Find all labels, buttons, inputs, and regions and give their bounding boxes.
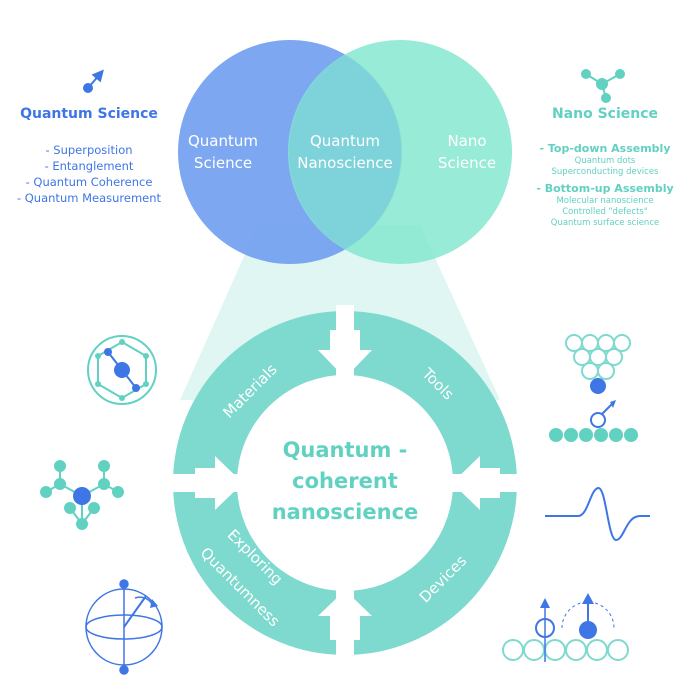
list-item: - Superposition [45, 143, 133, 157]
venn-left-line2: Science [193, 154, 253, 172]
center-line1: Quantum - [282, 438, 408, 462]
waveform-icon [545, 486, 650, 542]
venn-center-line2: Nanoscience [297, 154, 393, 172]
nano-science-list: - Top-down Assembly Quantum dots Superco… [522, 142, 688, 229]
arrow-top [318, 330, 372, 378]
arrow-left [195, 456, 243, 510]
list-item: Controlled "defects" [562, 207, 648, 217]
venn-center-line1: Quantum [309, 132, 380, 150]
venn-center-label: Quantum Nanoscience [285, 130, 405, 174]
list-item: - Quantum Measurement [16, 191, 162, 205]
atom-spin-icon [83, 69, 104, 93]
group2-title: - Bottom-up Assembly [536, 182, 674, 195]
center-line2: coherent [292, 469, 398, 493]
center-line3: nanoscience [271, 500, 419, 524]
venn-right-line1: Nano [447, 132, 487, 150]
venn-right-label: Nano Science [422, 130, 512, 174]
list-item: - Entanglement [44, 159, 134, 173]
nano-science-title: Nano Science [551, 106, 659, 122]
surface-spin-icon [549, 400, 638, 442]
arrow-right [452, 456, 500, 510]
venn-right-line2: Science [437, 154, 497, 172]
fullerene-icon [87, 335, 157, 405]
list-item: Superconducting devices [551, 167, 659, 177]
network-icon [581, 69, 625, 103]
list-item: Quantum surface science [550, 218, 660, 228]
quantum-science-title: Quantum Science [20, 106, 158, 122]
ring-arrows [195, 330, 500, 640]
venn-intersection [288, 55, 402, 249]
bloch-sphere-icon [85, 579, 163, 675]
quantum-science-list: - Superposition - Entanglement - Quantum… [0, 142, 178, 206]
list-item: - Quantum Coherence [25, 175, 153, 189]
spin-lattice-icon [502, 593, 629, 662]
molecule-icon [40, 460, 124, 530]
venn-left-label: Quantum Science [168, 130, 278, 174]
ring-center-label: Quantum - coherent nanoscience [250, 435, 440, 528]
list-item: Molecular nanoscience [556, 196, 654, 206]
stm-tip-icon [565, 334, 631, 394]
list-item: Quantum dots [574, 156, 636, 166]
venn-left-line1: Quantum [187, 132, 258, 150]
group1-title: - Top-down Assembly [539, 142, 671, 155]
arrow-bottom [318, 590, 372, 640]
